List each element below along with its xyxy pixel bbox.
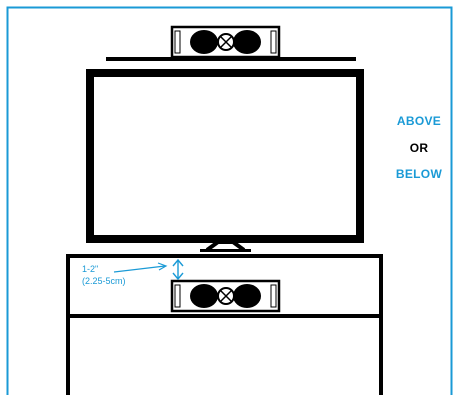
tv-stand (200, 242, 251, 252)
gap-double-arrow (173, 260, 183, 279)
pointer-arrow (114, 263, 166, 272)
tv-screen (90, 73, 360, 239)
label-above: ABOVE (384, 114, 454, 128)
label-or: OR (384, 141, 454, 155)
label-below: BELOW (384, 167, 454, 181)
bottom-soundbar (172, 281, 279, 311)
distance-metric-note: (2.25-5cm) (82, 276, 126, 287)
distance-note: 1-2" (82, 264, 98, 275)
top-soundbar (172, 27, 279, 57)
